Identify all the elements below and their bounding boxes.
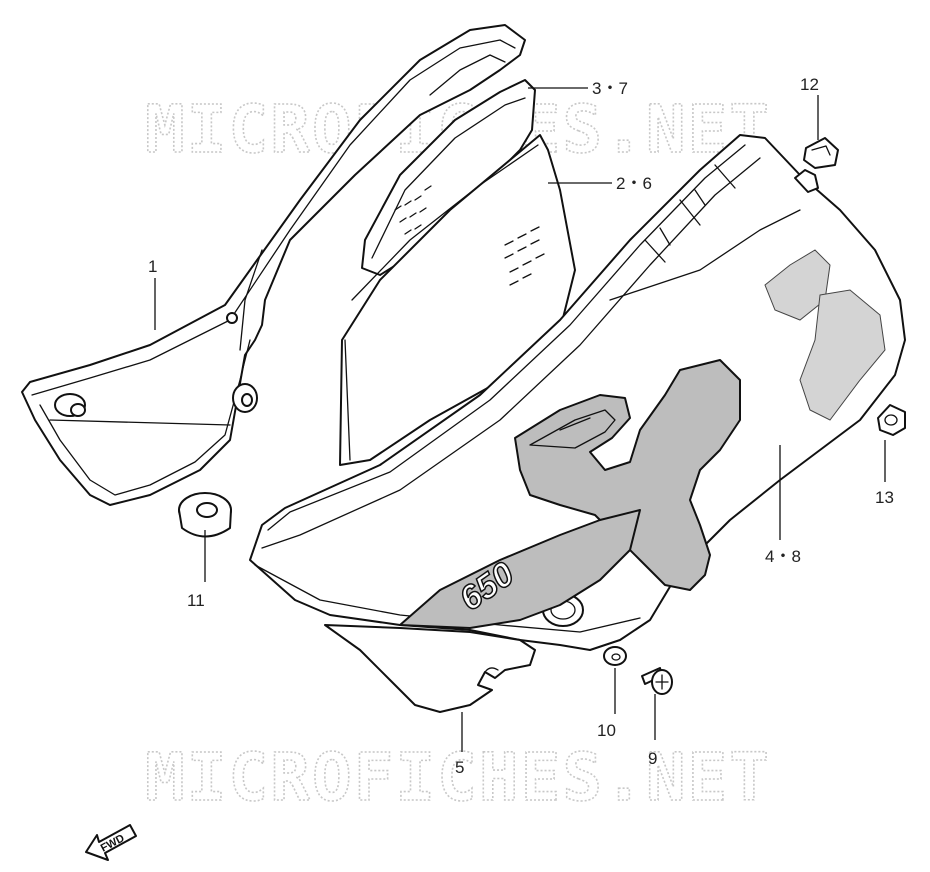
middle-plate-dots	[504, 226, 545, 286]
callout-3-7: 3・7	[592, 79, 628, 98]
callout-10: 10	[597, 721, 616, 740]
part-11-grommet	[178, 492, 232, 538]
part-10-washer	[603, 646, 627, 666]
callout-1: 1	[148, 257, 157, 276]
callout-labels: 1 3・7 2・6 12 13 4・8 11 5 10 9	[148, 75, 894, 777]
upper-plate-dots	[394, 185, 432, 235]
part-9-screw	[641, 667, 673, 695]
fwd-arrow-icon: FWD	[85, 824, 137, 861]
part-5-lower-cover	[324, 624, 536, 713]
part-48-side-cover: 650 RS	[249, 134, 906, 651]
callout-12: 12	[800, 75, 819, 94]
part-12-clip-nut	[803, 137, 839, 169]
leader-lines	[154, 87, 886, 752]
callout-9: 9	[648, 749, 657, 768]
fwd-label: FWD	[99, 832, 127, 854]
part-37-upper-plate	[361, 79, 536, 276]
callout-13: 13	[875, 488, 894, 507]
flame-graphic-1	[764, 249, 831, 321]
part-26-middle-plate	[339, 134, 576, 466]
part-1-inner-cover	[21, 24, 526, 506]
callout-2-6: 2・6	[616, 174, 652, 193]
callout-11: 11	[187, 591, 205, 610]
callout-4-8: 4・8	[765, 547, 801, 566]
flame-graphic-2	[799, 289, 886, 421]
part-13-nut	[877, 404, 906, 436]
callout-5: 5	[455, 758, 464, 777]
watermark-bottom: MICROFICHES.NET	[145, 739, 771, 816]
